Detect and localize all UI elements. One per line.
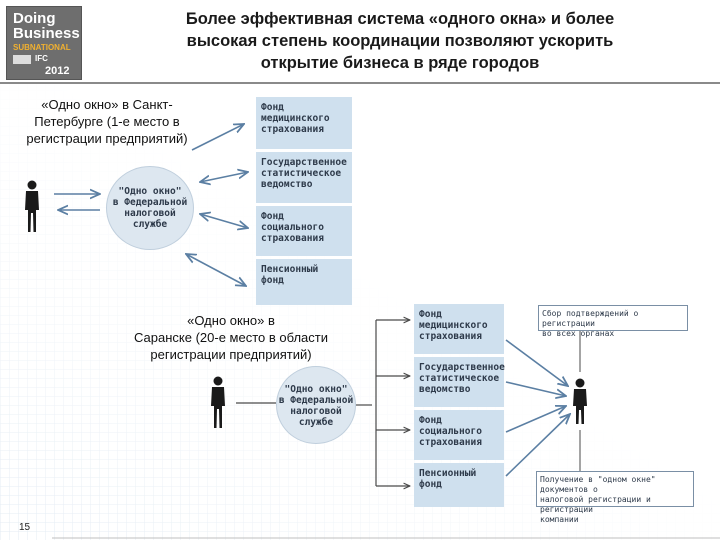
spb-one-window-line-2: в Федеральной	[112, 197, 188, 208]
note-bottom-line-2: налоговой регистрации и регистрации	[540, 495, 651, 514]
saransk-agency-1-line-3: страхования	[419, 331, 482, 342]
note-bottom-line-1: Получение в "одном окне" документов о	[540, 475, 656, 494]
note-bottom-line-3: компании	[540, 515, 579, 524]
spb-one-window-line-3: налоговой	[124, 208, 176, 219]
spb-arrow-pension	[186, 254, 246, 286]
saransk-one-window-line-4: службе	[298, 417, 334, 428]
saransk-agency-statistics: Государственное статистическое ведомство	[414, 357, 505, 407]
saransk-agency-1-line-1: Фонд	[419, 309, 442, 320]
saransk-arrow-social-to-person	[505, 406, 566, 433]
saransk-agency-2-line-2: статистическое	[419, 373, 500, 384]
spb-one-window-label: "Одно окно" в Федеральной налоговой служ…	[106, 186, 194, 230]
saransk-arrow-statistics-to-person	[505, 381, 566, 396]
saransk-agency-1-line-2: медицинского	[419, 320, 488, 331]
spb-agency-3-line-2: социального	[261, 222, 324, 233]
saransk-agency-2-line-3: ведомство	[419, 384, 471, 395]
saransk-person-right-icon	[573, 378, 587, 424]
caption-saransk-line-3: регистрации предприятий)	[150, 347, 312, 362]
note-collect-confirmations: Сбор подтверждений о регистрации во всех…	[538, 305, 688, 338]
note-top-line-2: во всех органах	[542, 329, 615, 338]
saransk-agency-3-line-1: Фонд	[419, 415, 442, 426]
caption-saransk-line-2: Саранске (20-е место в области	[134, 330, 328, 345]
title-divider	[0, 82, 720, 84]
saransk-agency-pension-fund: Пенсионный фонд	[414, 463, 504, 507]
saransk-arrow-pension-to-person	[505, 414, 570, 477]
logo-year: 2012	[45, 65, 70, 77]
spb-agency-2-line-3: ведомство	[261, 179, 313, 190]
spb-agency-statistics: Государственное статистическое ведомство	[256, 152, 352, 203]
saransk-agency-3-line-2: социального	[419, 426, 482, 437]
note-receive-documents: Получение в "одном окне" документов о на…	[536, 471, 694, 524]
saransk-person-left-icon	[211, 376, 225, 428]
spb-arrow-medical	[191, 124, 244, 151]
spb-person-icon	[25, 180, 39, 232]
saransk-arrow-medical-to-person	[505, 339, 568, 386]
logo-text-doing: Doing	[13, 10, 56, 27]
saransk-agency-4-line-1: Пенсионный	[419, 468, 477, 479]
caption-spb-line-1: «Одно окно» в Санкт-	[41, 97, 173, 112]
spb-one-window-line-4: службе	[132, 219, 168, 230]
page-number: 15	[19, 522, 31, 533]
spb-agency-1-line-1: Фонд	[261, 102, 284, 113]
saransk-agency-medical-insurance: Фонд медицинского страхования	[414, 304, 504, 354]
logo-text-ifc: IFC	[35, 54, 48, 63]
spb-arrow-statistics	[200, 172, 248, 182]
saransk-one-window-circle	[276, 366, 356, 444]
caption-spb-line-3: регистрации предприятий)	[26, 131, 188, 146]
saransk-agency-3-line-3: страхования	[419, 437, 482, 448]
caption-saransk: «Одно окно» в Саранске (20-е место в обл…	[104, 312, 358, 363]
title-line-3: открытие бизнеса в ряде городов	[260, 54, 540, 72]
slide-title: Более эффективная система «одного окна» …	[100, 8, 700, 74]
saransk-one-window-line-2: в Федеральной	[278, 395, 354, 406]
saransk-agency-4-line-2: фонд	[419, 479, 442, 490]
title-line-1: Более эффективная система «одного окна» …	[185, 10, 615, 28]
spb-agency-4-line-2: фонд	[261, 275, 284, 286]
saransk-one-window-line-1: "Одно окно"	[284, 384, 348, 395]
title-line-2: высокая степень координации позволяют ус…	[186, 32, 614, 50]
spb-agency-medical-insurance: Фонд медицинского страхования	[256, 97, 352, 149]
spb-agency-3-line-3: страхования	[261, 233, 324, 244]
spb-agency-2-line-2: статистическое	[261, 168, 342, 179]
doing-business-logo: Doing Business SUBNATIONAL IFC 2012	[6, 6, 82, 80]
logo-text-business: Business	[13, 25, 80, 42]
spb-agency-3-line-1: Фонд	[261, 211, 284, 222]
caption-saransk-line-1: «Одно окно» в	[187, 313, 275, 328]
spb-arrow-social	[200, 214, 248, 228]
spb-agency-2-line-1: Государственное	[261, 157, 347, 168]
world-bank-mark-icon	[13, 55, 31, 64]
spb-agency-4-line-1: Пенсионный	[261, 264, 319, 275]
spb-agency-pension-fund: Пенсионный фонд	[256, 259, 352, 305]
saransk-agency-2-line-1: Государственное	[419, 362, 505, 373]
spb-agency-1-line-3: страхования	[261, 124, 324, 135]
saransk-agency-social-insurance: Фонд социального страхования	[414, 410, 504, 460]
caption-spb-line-2: Петербурге (1-е место в	[34, 114, 180, 129]
logo-text-subnational: SUBNATIONAL	[13, 43, 71, 52]
spb-one-window-line-1: "Одно окно"	[118, 186, 182, 197]
spb-one-window-circle	[106, 166, 194, 250]
note-top-line-1: Сбор подтверждений о регистрации	[542, 309, 639, 328]
caption-saint-petersburg: «Одно окно» в Санкт- Петербурге (1-е мес…	[2, 96, 212, 147]
spb-agency-1-line-2: медицинского	[261, 113, 330, 124]
saransk-one-window-label: "Одно окно" в Федеральной налоговой служ…	[276, 384, 356, 428]
saransk-one-window-line-3: налоговой	[290, 406, 342, 417]
spb-agency-social-insurance: Фонд социального страхования	[256, 206, 352, 256]
